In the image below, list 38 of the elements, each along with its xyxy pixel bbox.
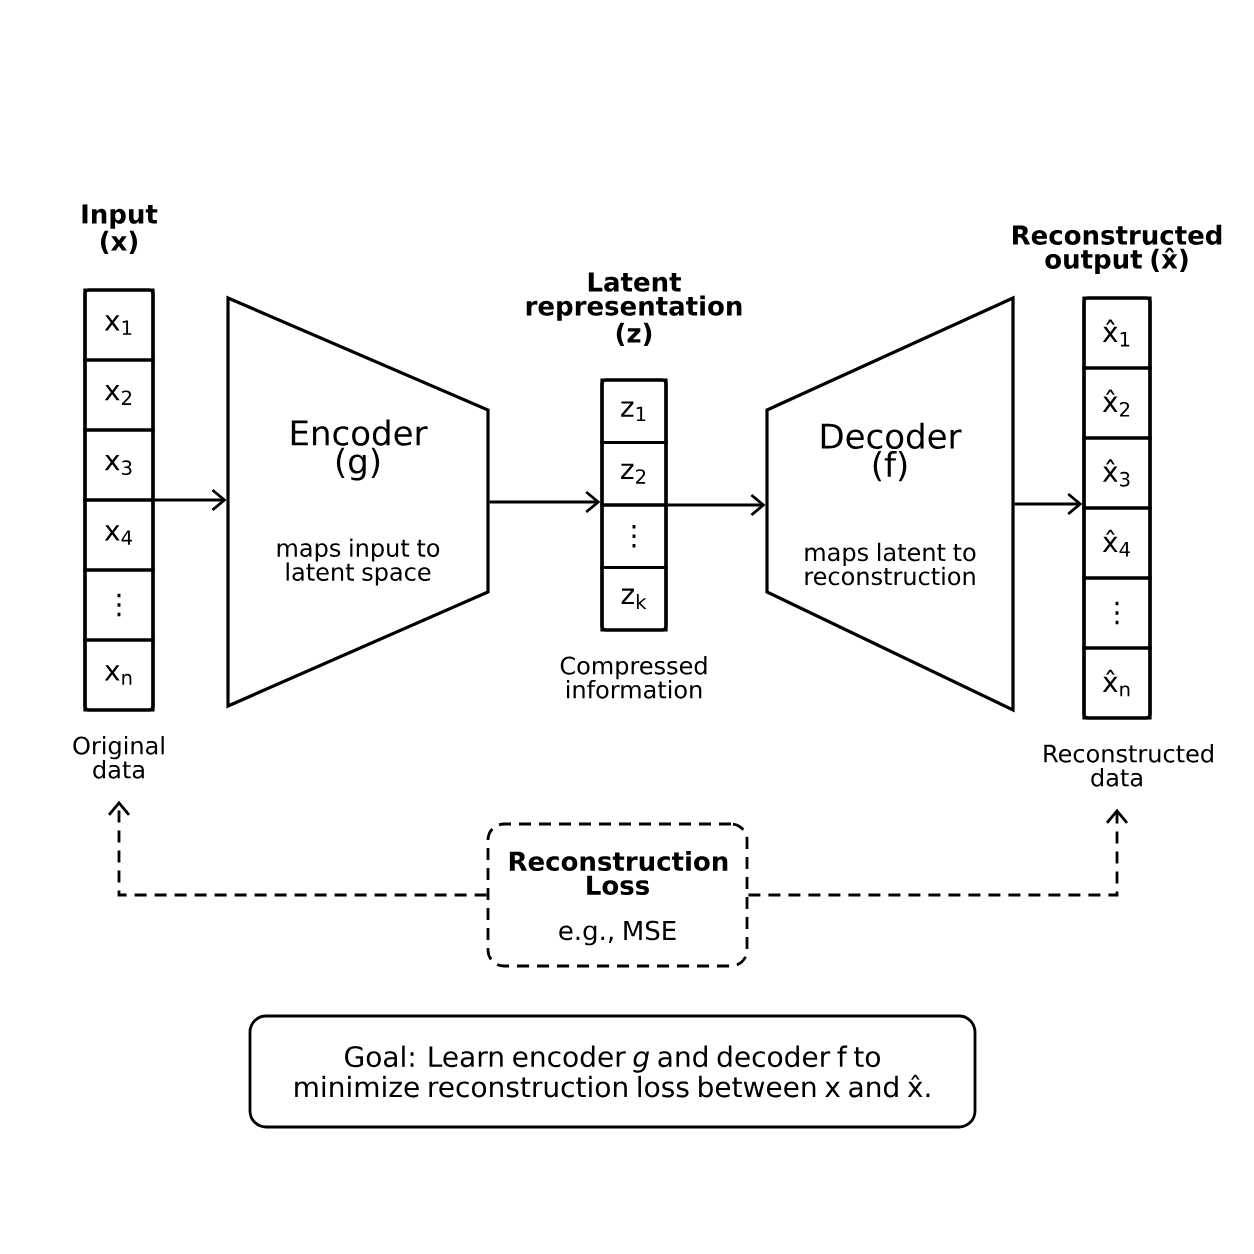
vector-cell: x̂$_{n}$ bbox=[1082, 646, 1152, 720]
column-heading: Reconstructed output (x̂) bbox=[1013, 224, 1222, 274]
column-caption: Reconstructed data bbox=[1044, 744, 1213, 787]
block-title: Decoder (f) bbox=[821, 422, 962, 482]
vector-cell: x$_{2}$ bbox=[83, 358, 155, 432]
vector-cell: ⋮ bbox=[1082, 576, 1152, 650]
vector-cell: x$_{1}$ bbox=[83, 288, 155, 362]
vector-cell: z$_{k}$ bbox=[600, 565, 668, 632]
arrow bbox=[107, 800, 487, 897]
arrow bbox=[748, 808, 1129, 897]
arrow bbox=[667, 493, 766, 517]
goal-text: Goal: Learn encoder g and decoder f to minimize reconstruction loss between x and x̂. bbox=[295, 1045, 930, 1098]
box-note: e.g., MSE bbox=[559, 920, 676, 946]
vector-cell: x̂$_{2}$ bbox=[1082, 366, 1152, 440]
vector-cell: z$_{2}$ bbox=[600, 440, 668, 507]
block-description: maps latent to reconstruction bbox=[805, 542, 976, 586]
goal-box bbox=[248, 1014, 977, 1129]
column-caption: Original data bbox=[73, 736, 164, 779]
column-heading: Latent representation (z) bbox=[526, 272, 742, 346]
vector-cell: ⋮ bbox=[83, 568, 155, 642]
vector-cell: x̂$_{1}$ bbox=[1082, 296, 1152, 370]
vector-cell: x̂$_{3}$ bbox=[1082, 436, 1152, 510]
loss-box bbox=[486, 822, 749, 968]
vector-cell: x̂$_{4}$ bbox=[1082, 506, 1152, 580]
vector-cell: z$_{1}$ bbox=[600, 378, 668, 445]
block-description: maps input to latent space bbox=[277, 538, 440, 586]
block-title: Encoder (g) bbox=[291, 419, 428, 481]
column-heading: Input (x) bbox=[82, 204, 158, 254]
arrow bbox=[154, 488, 227, 512]
column-caption: Compressed information bbox=[560, 656, 707, 699]
vector-cell: ⋮ bbox=[600, 503, 668, 570]
vector-cell: x$_{n}$ bbox=[83, 638, 155, 712]
trapezoid-block bbox=[765, 295, 1015, 713]
vector-cell: x$_{4}$ bbox=[83, 498, 155, 572]
arrow bbox=[1014, 492, 1083, 516]
arrow bbox=[489, 490, 601, 514]
box-title: Reconstruction Loss bbox=[509, 850, 728, 896]
vector-cell: x$_{3}$ bbox=[83, 428, 155, 502]
